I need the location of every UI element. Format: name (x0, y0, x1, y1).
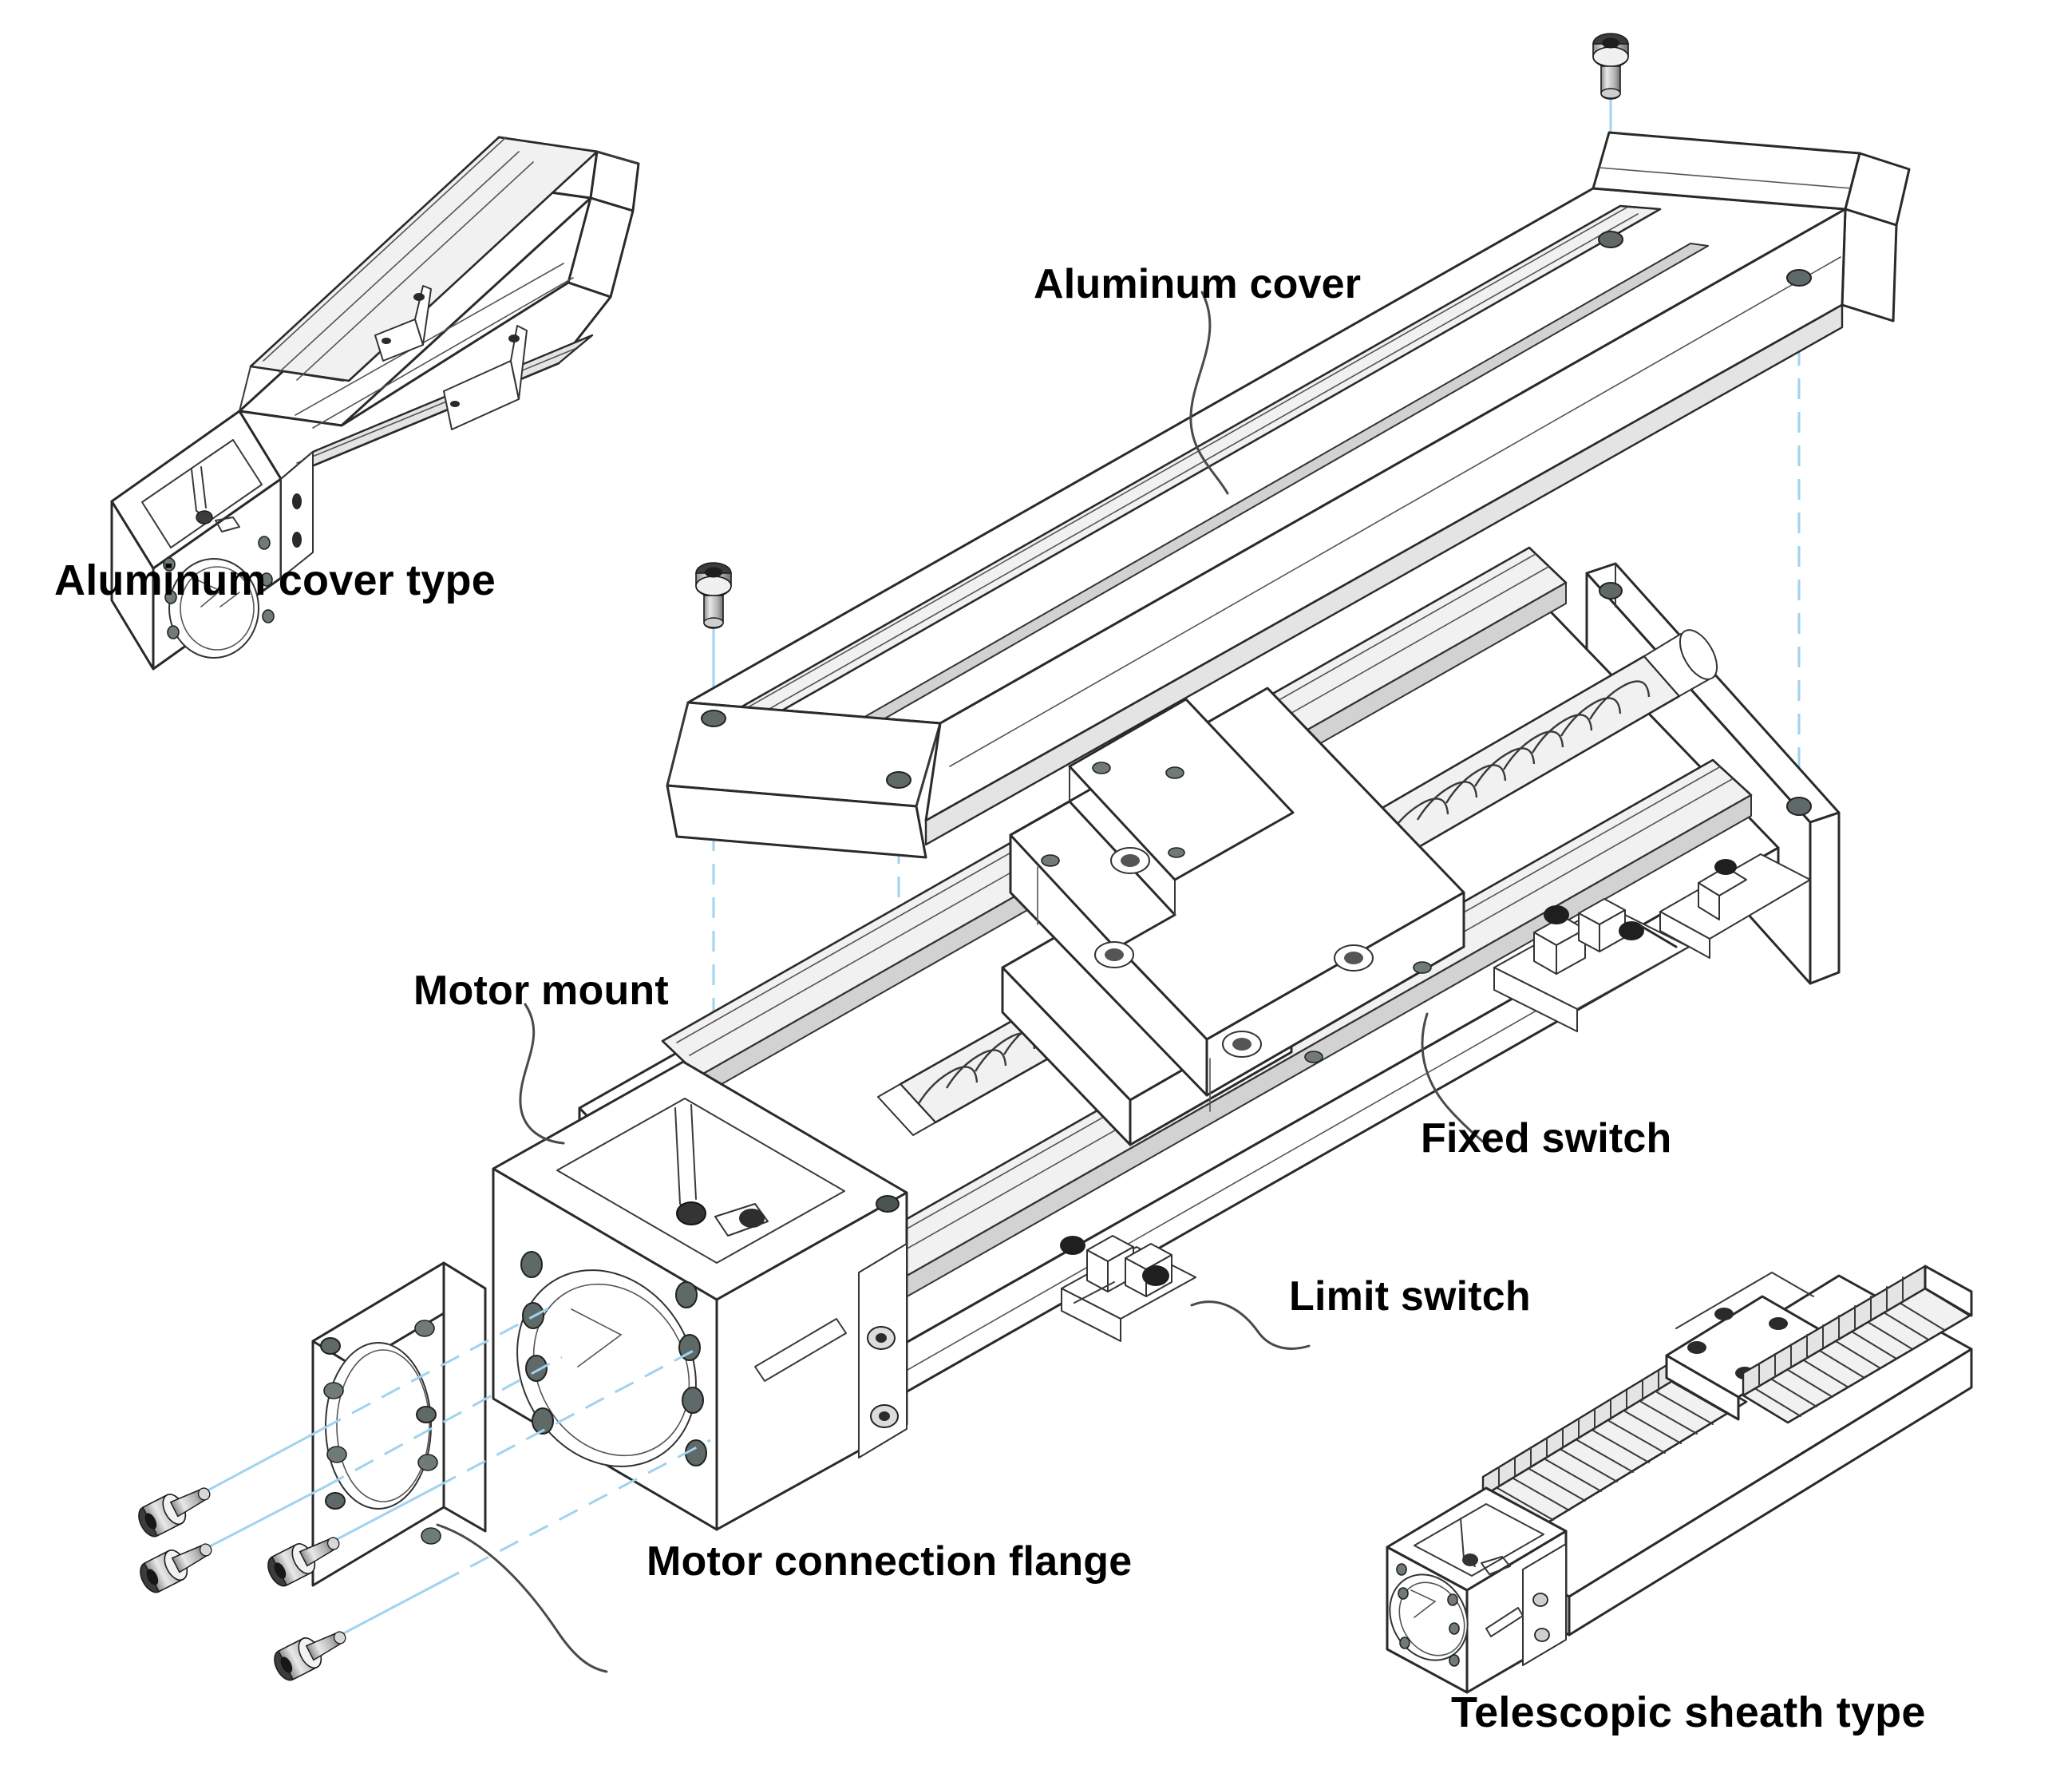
bellows-right (1742, 1265, 1973, 1424)
sheath-carriage (1665, 1272, 1836, 1421)
flange-screw-4 (269, 1620, 353, 1685)
cover-screw-3 (695, 562, 732, 629)
fixed-switch-block (1493, 853, 1811, 1032)
leader-fixed-switch (1421, 1012, 1496, 1153)
inset-aluminum-cover-type (110, 136, 640, 671)
leader-limit-switch (1190, 1300, 1311, 1350)
inset-telescopic-sheath-type (1386, 1265, 1973, 1694)
bellows-left (1481, 1349, 1748, 1530)
flange-plate (311, 1261, 487, 1587)
flange-screw-1 (133, 1476, 217, 1542)
motor-mount-box (492, 1060, 908, 1531)
label-motor-mount: Motor mount (413, 968, 669, 1014)
carriage-mount-holes (1094, 847, 1374, 1058)
label-motor-connection-flange: Motor connection flange (647, 1538, 1133, 1585)
cover-screw-1 (1592, 33, 1629, 100)
aluminum-cover (666, 131, 1911, 859)
label-aluminum-cover-type: Aluminum cover type (54, 556, 496, 604)
label-limit-switch: Limit switch (1289, 1273, 1531, 1320)
label-telescopic-sheath-type: Telescopic sheath type (1451, 1688, 1926, 1736)
carriage-block (1001, 687, 1465, 1146)
limit-switch-block (1060, 1235, 1196, 1342)
leader-motor-mount (519, 1003, 565, 1145)
flange-screw-2 (135, 1532, 219, 1597)
sheath-motor-mount (1386, 1486, 1568, 1694)
label-aluminum-cover: Aluminum cover (1034, 261, 1362, 307)
callout-leaders (436, 291, 1496, 1673)
label-fixed-switch: Fixed switch (1421, 1115, 1672, 1162)
leader-aluminum-cover (1189, 291, 1229, 495)
leader-motor-connection-flange (436, 1523, 608, 1673)
